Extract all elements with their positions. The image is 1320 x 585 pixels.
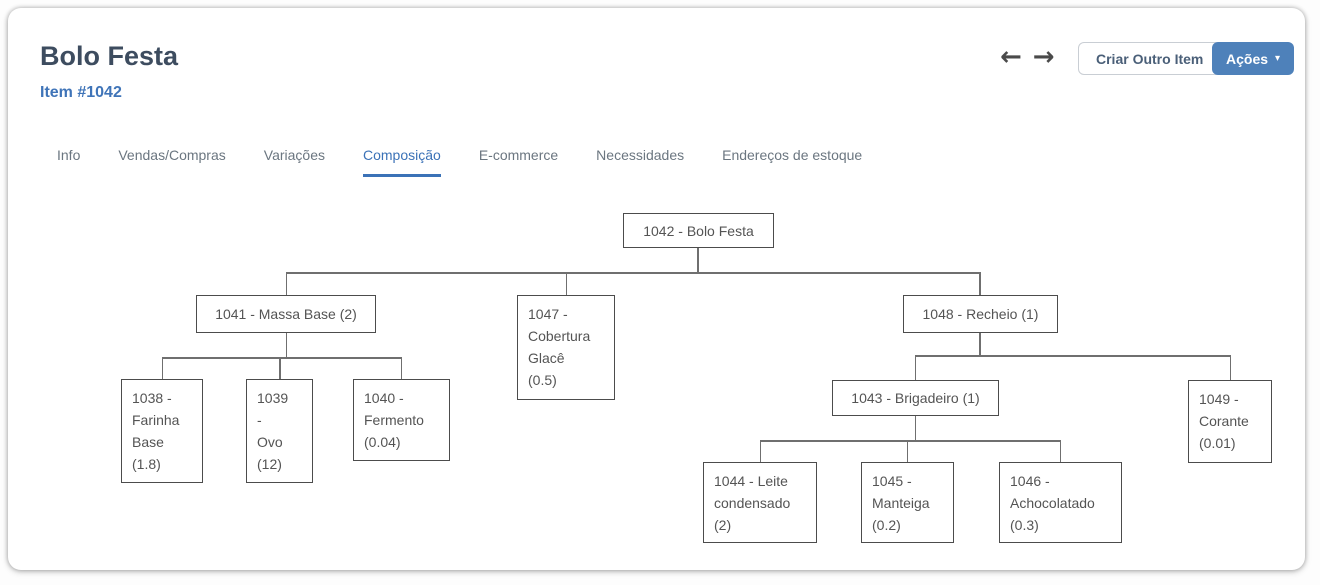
tab-necessidades[interactable]: Necessidades: [596, 147, 685, 163]
tree-node-1046-achocolatado: 1046 - Achocolatado (0.3): [999, 462, 1122, 543]
prev-arrow-icon[interactable]: ←: [1000, 42, 1022, 72]
tree-node-1044-leite-condensado: 1044 - Leite condensado (2): [703, 462, 817, 543]
tree-connector: [285, 272, 287, 295]
tree-connector: [285, 333, 287, 357]
tree-connector: [285, 272, 980, 274]
tree-connector: [1229, 355, 1231, 380]
tree-connector: [906, 440, 908, 462]
tree-node-1040-fermento: 1040 - Fermento (0.04): [353, 379, 450, 461]
record-navigation: ← →: [1000, 40, 1055, 74]
tree-node-1039-ovo: 1039 - Ovo (12): [246, 379, 313, 483]
tree-connector: [1059, 440, 1061, 462]
tree-connector: [400, 357, 402, 379]
tree-connector: [979, 272, 981, 295]
tree-connector: [279, 357, 281, 379]
item-number-subtitle: Item #1042: [40, 84, 122, 101]
tree-connector: [697, 248, 699, 272]
tree-node-1041-massa-base: 1041 - Massa Base (2): [196, 295, 376, 333]
tree-connector: [565, 272, 567, 295]
tree-connector: [161, 357, 163, 379]
tree-node-1048-recheio: 1048 - Recheio (1): [903, 295, 1058, 333]
tab-enderecos-de-estoque[interactable]: Endereços de estoque: [722, 147, 863, 163]
tree-connector: [979, 333, 981, 355]
tab-composicao[interactable]: Composição: [362, 147, 441, 177]
next-arrow-icon[interactable]: →: [1032, 42, 1055, 72]
tree-node-1047-cobertura-glace: 1047 - Cobertura Glacê (0.5): [517, 295, 615, 400]
tab-e-commerce[interactable]: E-commerce: [478, 147, 559, 163]
item-detail-card: Bolo Festa Item #1042 ← → Criar Outro It…: [8, 8, 1305, 570]
tree-connector: [759, 440, 761, 462]
chevron-down-icon: ▾: [1275, 52, 1281, 64]
tab-variacoes[interactable]: Variações: [263, 147, 325, 163]
tree-node-1043-brigadeiro: 1043 - Brigadeiro (1): [832, 380, 999, 416]
actions-button-label: Ações: [1226, 50, 1269, 67]
tab-vendas-compras[interactable]: Vendas/Compras: [118, 147, 226, 163]
create-another-item-button[interactable]: Criar Outro Item: [1078, 42, 1222, 75]
actions-dropdown-button[interactable]: Ações ▾: [1212, 42, 1295, 75]
page-title: Bolo Festa: [40, 41, 179, 71]
tree-node-1049-corante: 1049 - Corante (0.01): [1188, 380, 1272, 463]
tree-connector: [161, 357, 402, 359]
tab-bar: Info Vendas/Compras Variações Composição…: [57, 147, 862, 177]
tree-node-1038-farinha-base: 1038 - Farinha Base (1.8): [121, 379, 203, 483]
composition-tree: 1042 - Bolo Festa 1041 - Massa Base (2) …: [8, 8, 1305, 570]
tree-node-1042-bolo-festa: 1042 - Bolo Festa: [623, 213, 774, 248]
tree-connector: [914, 355, 1231, 357]
tree-connector: [914, 416, 916, 440]
tree-node-1045-manteiga: 1045 - Manteiga (0.2): [861, 462, 954, 543]
tab-info[interactable]: Info: [57, 147, 81, 163]
tree-connector: [759, 440, 1061, 442]
tree-connector: [914, 355, 916, 380]
